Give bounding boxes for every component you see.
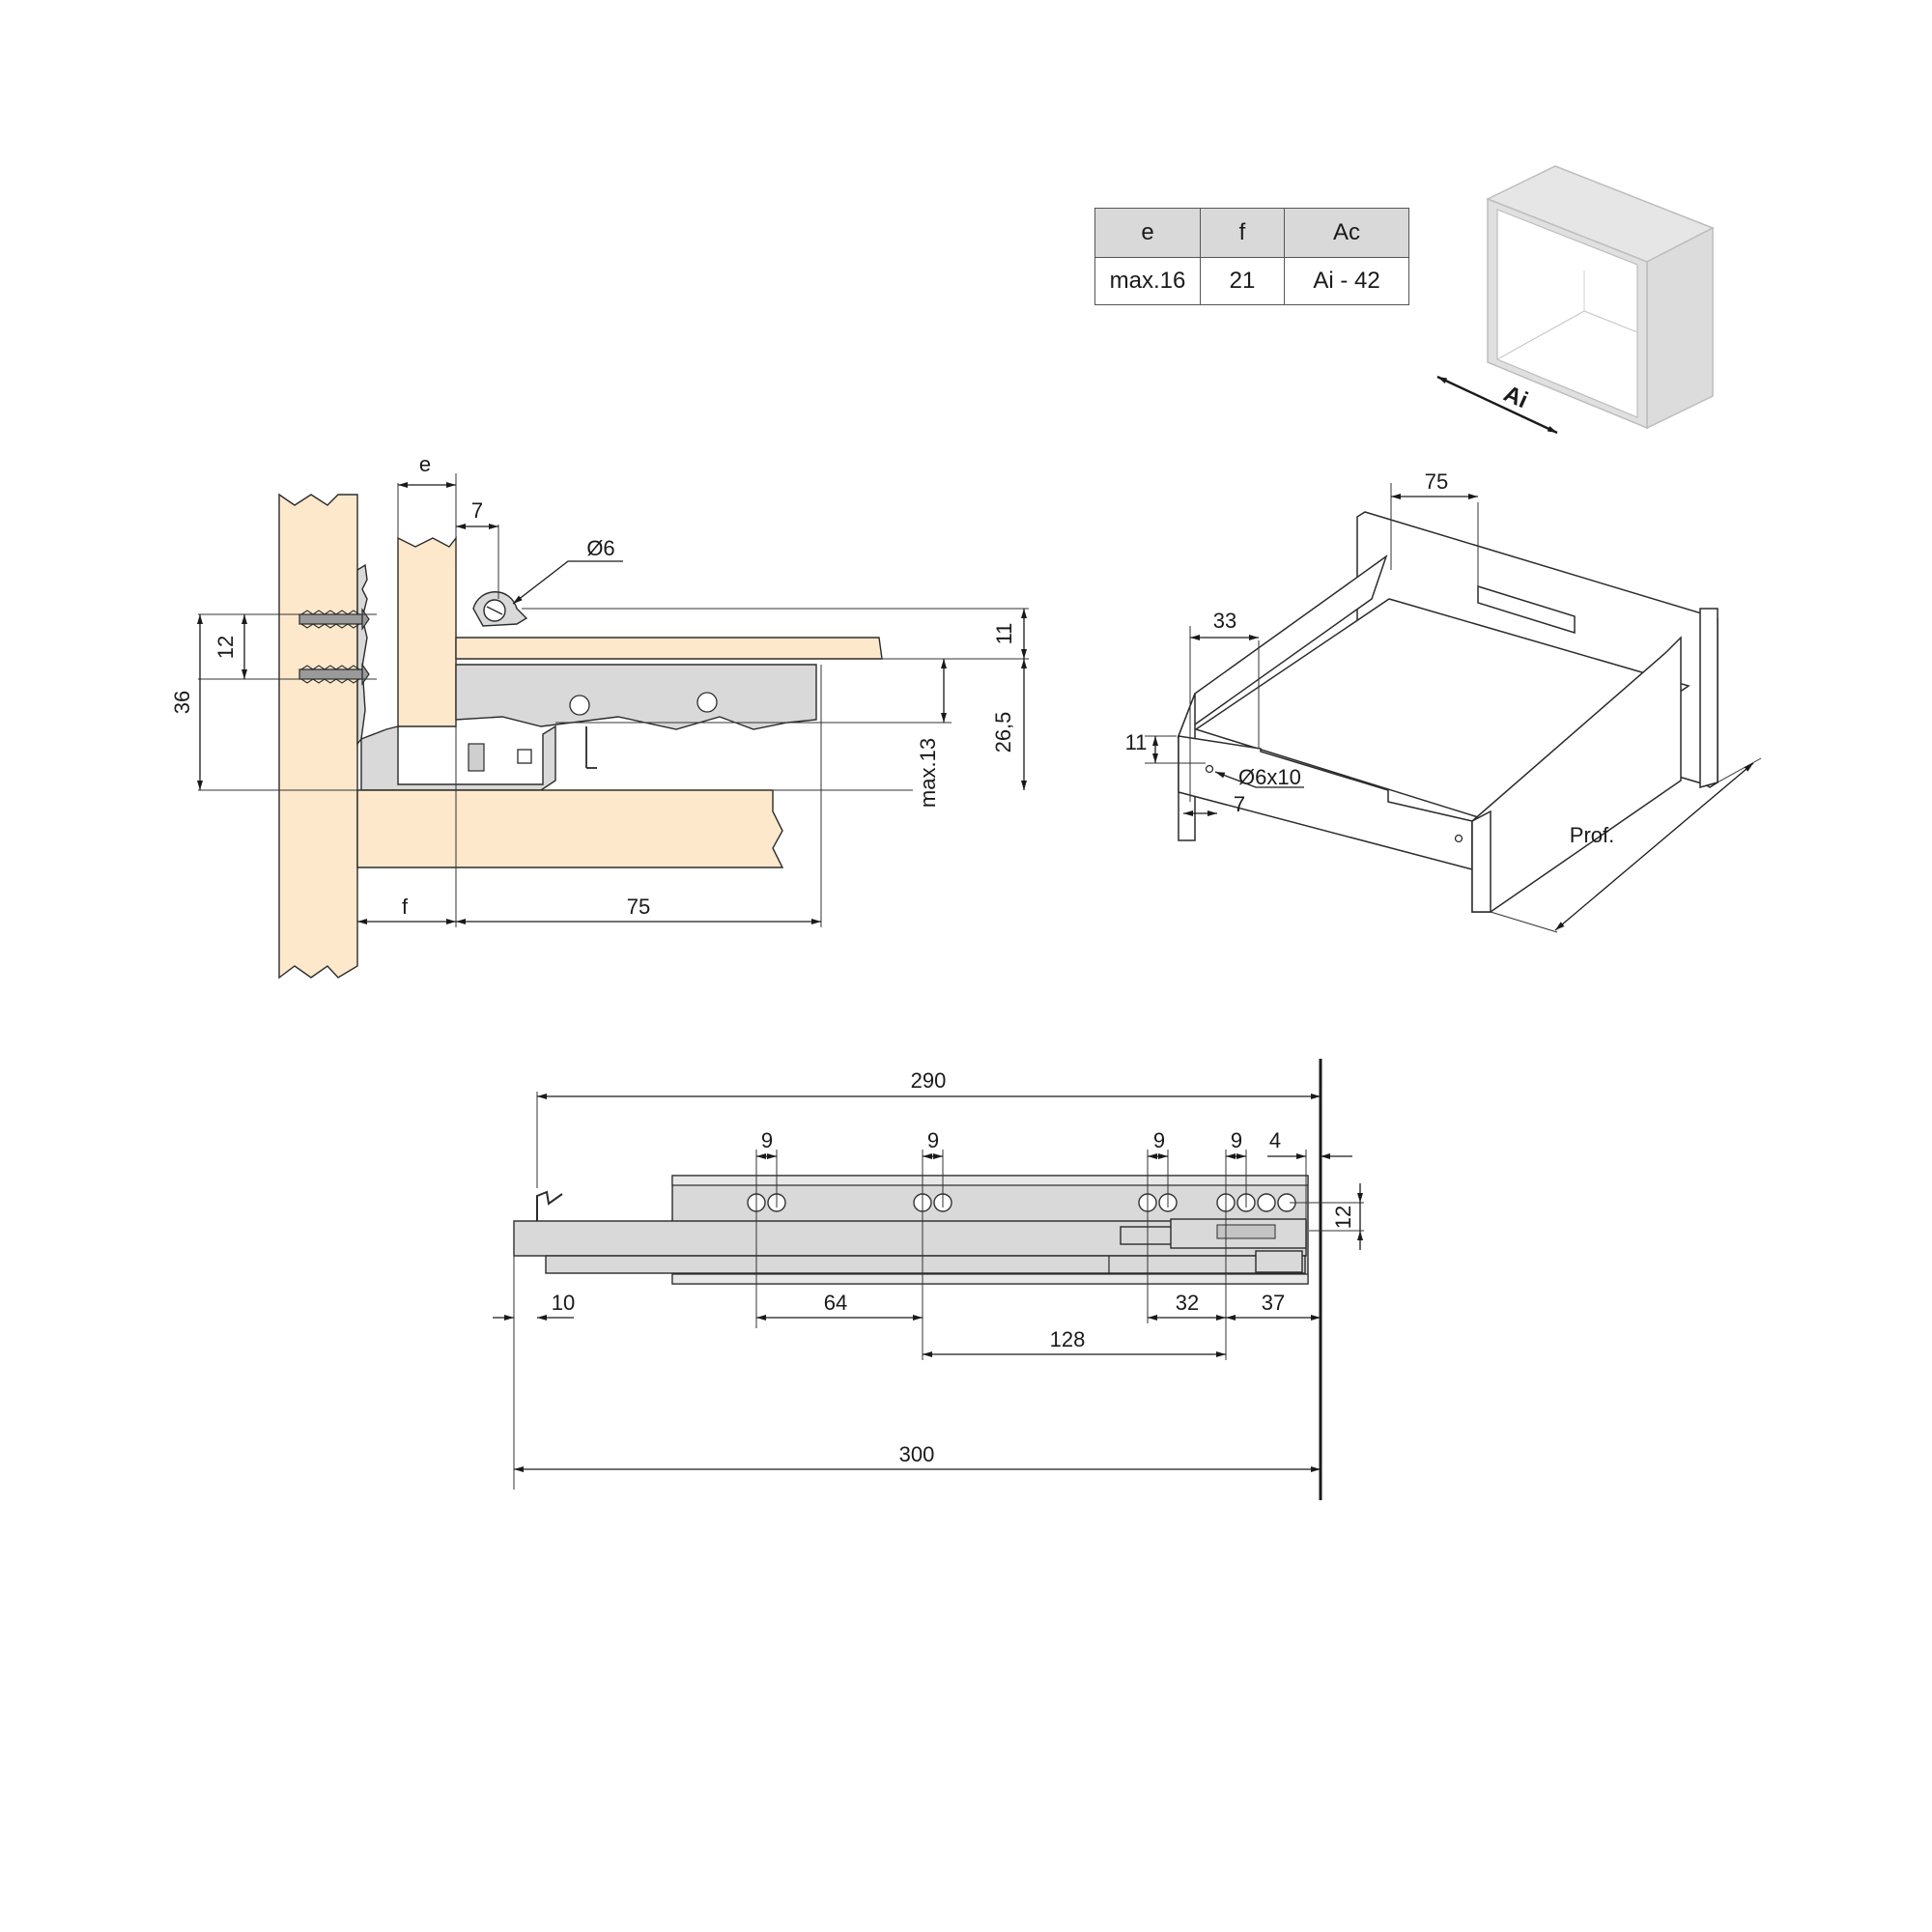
section-view: e 7 Ø6 12 36 11 max.13 26,5 f 75 — [170, 452, 1029, 980]
drawer-iso-view: 75 33 11 Ø6x10 7 Prof. — [1125, 469, 1762, 933]
drawer-depth-label: Prof. — [1570, 823, 1614, 847]
spec-value-f: 21 — [1200, 257, 1285, 305]
spec-header-e: e — [1094, 208, 1201, 258]
slide-dim-10: 10 — [552, 1291, 575, 1315]
dim-7: 7 — [471, 498, 483, 523]
slide-dim-12: 12 — [1331, 1206, 1355, 1229]
slide-dim-128: 128 — [1050, 1327, 1086, 1351]
slide-dim-37: 37 — [1262, 1291, 1285, 1315]
slide-dim-300: 300 — [899, 1442, 935, 1466]
drawer-dim-7: 7 — [1234, 792, 1245, 816]
slide-dim-9-c: 9 — [1153, 1128, 1165, 1152]
drawer-dim-hole: Ø6x10 — [1238, 765, 1301, 789]
slide-dim-32: 32 — [1176, 1291, 1199, 1315]
dim-26-5: 26,5 — [991, 712, 1015, 753]
slide-dim-9-d: 9 — [1231, 1128, 1242, 1152]
dim-hole-6: Ø6 — [586, 536, 614, 560]
slide-dim-290: 290 — [911, 1068, 947, 1093]
spec-header-f: f — [1200, 208, 1285, 258]
spec-table-value-row: max.16 21 Ai - 42 — [1094, 257, 1409, 305]
drawer-dim-33: 33 — [1213, 609, 1236, 633]
spec-header-ac: Ac — [1284, 208, 1409, 258]
spec-table: e f Ac max.16 21 Ai - 42 — [1094, 208, 1409, 305]
slide-side-view: 290 9 9 9 9 4 12 10 64 32 37 128 300 — [493, 1059, 1364, 1500]
dim-e: e — [419, 452, 431, 476]
dim-12: 12 — [213, 636, 238, 659]
dim-f: f — [402, 895, 409, 919]
cabinet-iso-view: Ai — [1436, 165, 1715, 435]
dim-11: 11 — [992, 623, 1016, 645]
dim-max13: max.13 — [916, 738, 940, 808]
slide-dim-4: 4 — [1269, 1128, 1281, 1152]
slide-dim-64: 64 — [824, 1291, 847, 1315]
slide-dim-9-b: 9 — [927, 1128, 939, 1152]
drawer-dim-75: 75 — [1425, 469, 1448, 494]
spec-value-ac: Ai - 42 — [1284, 257, 1409, 305]
screw-upper — [298, 608, 370, 631]
slide-dim-9-a: 9 — [761, 1128, 773, 1152]
spec-table-header-row: e f Ac — [1094, 208, 1409, 258]
dim-36: 36 — [170, 691, 194, 714]
spec-value-e: max.16 — [1094, 257, 1201, 305]
dim-75: 75 — [627, 895, 650, 919]
drawer-dim-11: 11 — [1125, 730, 1148, 754]
